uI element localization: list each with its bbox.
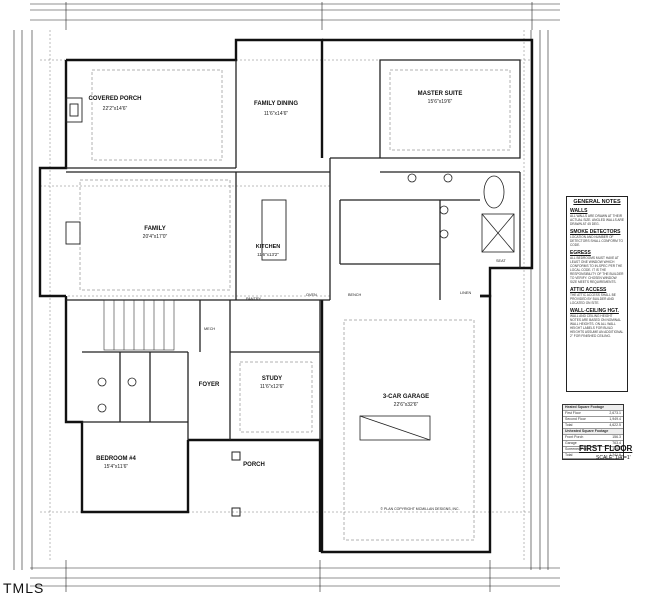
tmls-watermark: TMLS [3, 580, 45, 596]
copyright-note: © PLAN COPYRIGHT MCMILLAN DESIGNS, INC. [380, 507, 459, 511]
room-size-family-dining: 11'6"x14'6" [264, 111, 288, 117]
room-name-garage: 3-CAR GARAGE [383, 394, 429, 400]
dimension-lines [13, 2, 560, 592]
sqft-heated-header: Heated Square Footage [563, 405, 623, 411]
floor-title: FIRST FLOOR [579, 444, 633, 453]
room-name-porch: PORCH [243, 462, 265, 468]
notes-title: GENERAL NOTES [573, 199, 621, 205]
room-labels: COVERED PORCH 22'2"x14'6" FAMILY DINING … [88, 91, 506, 511]
notes-heading: WALL-CEILING HGT. [570, 308, 619, 314]
room-name-master-suite: MASTER SUITE [418, 91, 463, 97]
room-name-family: FAMILY [144, 226, 165, 232]
room-name-foyer: FOYER [199, 382, 220, 388]
room-size-family: 20'4"x17'0" [143, 234, 168, 240]
room-size-bedroom: 15'4"x11'6" [104, 464, 128, 470]
room-name-kitchen: KITCHEN [256, 244, 280, 250]
notes-text: ALL BEDROOMS MUST HAVE AT LEAST ONE WIND… [570, 256, 624, 284]
kitchen-island [261, 199, 287, 261]
interior-walls [66, 59, 521, 440]
room-size-study: 11'6"x12'6" [260, 384, 284, 390]
room-name-bedroom: BEDROOM #4 [96, 456, 136, 462]
stairs [103, 299, 175, 351]
garage-detail [359, 415, 431, 441]
ceiling-lines [79, 69, 511, 541]
notes-text: ALL WALLS ARE DRAWN AT THEIR ACTUAL SIZE… [570, 214, 624, 226]
room-size-kitchen: 11'6"x13'2" [257, 252, 279, 257]
sqft-unheated-header: Unheated Square Footage [563, 429, 623, 435]
label-oven: OVEN [306, 293, 317, 297]
label-pantry: PANTRY [246, 297, 262, 301]
room-name-study: STUDY [262, 376, 282, 382]
label-bench: BENCH [348, 293, 362, 297]
notes-heading: ATTIC ACCESS [570, 287, 607, 293]
label-seat: SEAT [496, 259, 506, 263]
porch-post [231, 507, 241, 517]
notes-text: THE ATTIC ACCESS SHALL BE PROVIDED BY BU… [570, 293, 616, 305]
porch-post [231, 451, 241, 461]
notes-text: WALL AND CEILING HEIGHT NOTES ARE BASED … [570, 314, 624, 338]
room-name-family-dining: FAMILY DINING [254, 101, 298, 107]
room-size-master-suite: 15'6"x19'6" [428, 99, 453, 105]
label-linen: LINEN [460, 291, 471, 295]
general-notes-panel: GENERAL NOTES WALLS ALL WALLS ARE DRAWN … [566, 196, 628, 392]
room-size-garage: 22'6"x32'6" [394, 402, 419, 408]
bath-fixtures [97, 173, 515, 413]
notes-text: LOCATION AND NUMBER OF DETECTORS SHALL C… [570, 235, 624, 247]
fireplace-icon [65, 97, 83, 245]
notes-heading: WALLS [570, 208, 588, 214]
notes-heading: EGRESS [570, 250, 591, 256]
room-size-covered-porch: 22'2"x14'6" [103, 106, 128, 112]
scale-label: SCALE: 1/4"=1' [596, 455, 631, 461]
label-mech: MECH [204, 327, 215, 331]
notes-heading: SMOKE DETECTORS [570, 229, 621, 235]
room-name-covered-porch: COVERED PORCH [88, 96, 141, 102]
